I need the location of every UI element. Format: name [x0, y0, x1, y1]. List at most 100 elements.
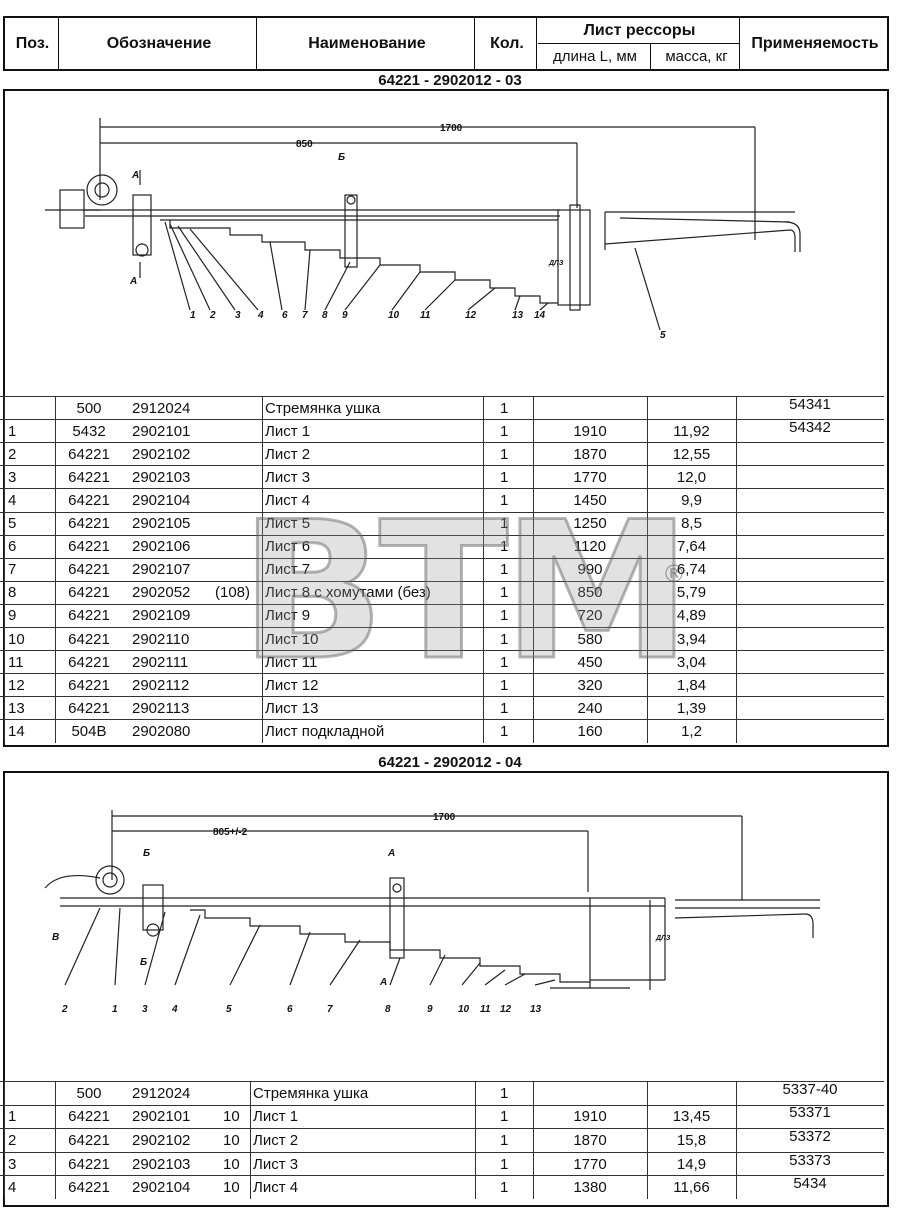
row-code-prefix: 64221 [68, 561, 110, 579]
row-qty: 1 [500, 630, 509, 648]
row-mass: 1,39 [676, 699, 707, 717]
row-name: Лист 12 [265, 676, 319, 694]
row-pos: 5 [8, 515, 17, 533]
row-code: 2902103 [132, 1155, 191, 1173]
row-qty: 1 [500, 676, 509, 694]
callout: 8 [322, 310, 328, 321]
row-pos: 2 [8, 1131, 17, 1149]
parts-table-04: 500 2912024 Стремянка ушка 1 5337-40 1 64221 29… [0, 1081, 886, 1203]
callout: 9 [427, 1004, 433, 1015]
row-pos: 4 [8, 491, 17, 509]
row-pos: 7 [8, 561, 17, 579]
section-mark: А [387, 848, 395, 859]
height-mark: ДЛЗ [655, 935, 671, 942]
row-mass: 5,79 [676, 584, 707, 602]
row-code-prefix: 64221 [68, 491, 110, 509]
row-code-prefix: 500 [76, 1084, 102, 1102]
section-mark: А [129, 276, 137, 287]
callout: 12 [500, 1004, 512, 1015]
row-code: 2902101 [132, 422, 191, 440]
row-mass: 11,92 [673, 422, 710, 440]
callout: 8 [385, 1004, 391, 1015]
row-name: Лист 3 [253, 1155, 299, 1173]
row-name: Лист 5 [265, 515, 311, 533]
row-code: 2902101 [132, 1108, 191, 1126]
row-applicability: 5337-40 [782, 1080, 838, 1098]
row-qty: 1 [500, 653, 509, 671]
row-name: Лист 3 [265, 468, 311, 486]
row-length: 160 [577, 722, 603, 740]
row-name: Лист подкладной [265, 722, 385, 740]
row-name: Лист 7 [265, 561, 311, 579]
row-length: 1870 [573, 445, 607, 463]
dim-total: 1700 [433, 812, 456, 823]
header-pos: Поз. [15, 34, 50, 52]
row-code-prefix: 64221 [68, 538, 110, 556]
row-pos: 2 [8, 445, 17, 463]
row-pos: 1 [8, 422, 17, 440]
row-length: 990 [577, 561, 603, 579]
row-qty: 1 [500, 1084, 509, 1102]
row-qty: 1 [500, 1108, 509, 1126]
section-mark: Б [338, 152, 345, 163]
section-mark: В [52, 932, 59, 943]
row-qty: 1 [500, 584, 509, 602]
callout: 13 [512, 310, 524, 321]
row-code: 2902106 [132, 538, 191, 556]
row-length: 1770 [573, 468, 607, 486]
row-length: 450 [577, 653, 603, 671]
dim-half: 850 [296, 139, 313, 150]
row-code-prefix: 64221 [68, 468, 110, 486]
row-mass: 9,9 [681, 491, 702, 509]
callout: 9 [342, 310, 348, 321]
row-code: 2902104 [132, 491, 191, 509]
row-code: 2902110 [132, 630, 190, 648]
row-qty: 1 [500, 1131, 509, 1149]
callout: 6 [282, 310, 288, 321]
callout: 13 [530, 1004, 542, 1015]
row-code-prefix: 64221 [68, 1131, 110, 1149]
row-name: Лист 1 [265, 422, 311, 440]
row-code-prefix: 64221 [68, 630, 110, 648]
row-name: Лист 1 [253, 1108, 299, 1126]
row-name: Стремянка ушка [265, 399, 381, 417]
row-name: Стремянка ушка [253, 1084, 369, 1102]
row-code-prefix: 504B [71, 722, 107, 740]
row-code-suffix: 10 [223, 1155, 240, 1173]
callout: 10 [458, 1004, 470, 1015]
row-code: 2902102 [132, 445, 191, 463]
header-name: Наименование [308, 34, 426, 52]
dim-half: 805+/-2 [213, 827, 248, 838]
section-mark: Б [140, 957, 147, 968]
row-qty: 1 [500, 491, 509, 509]
row-code: 2902113 [132, 699, 190, 717]
callout: 1 [112, 1004, 118, 1015]
header-applicability: Применяемость [751, 34, 879, 52]
row-length: 1910 [573, 1108, 607, 1126]
row-code-prefix: 64221 [68, 607, 110, 625]
row-name: Лист 13 [265, 699, 319, 717]
row-applicability: 54341 [789, 395, 831, 413]
row-mass: 1,2 [681, 722, 702, 740]
row-name: Лист 4 [265, 491, 311, 509]
row-mass: 3,04 [676, 653, 707, 671]
callout: 7 [327, 1004, 333, 1015]
row-length: 240 [577, 699, 603, 717]
row-length: 1450 [573, 491, 607, 509]
row-length: 1120 [573, 538, 607, 556]
row-length: 1250 [573, 515, 607, 533]
row-code: 2902080 [132, 722, 191, 740]
row-code: 2912024 [132, 1084, 191, 1102]
row-name: Лист 8 с хомутами (без) [265, 584, 431, 602]
spring-drawing-03: 1700 850 А А Б ДЛЗ 1 2 3 4 6 7 8 9 10 11… [45, 118, 801, 341]
row-code: 2902104 [132, 1179, 191, 1197]
row-code-prefix: 64221 [68, 1108, 110, 1126]
